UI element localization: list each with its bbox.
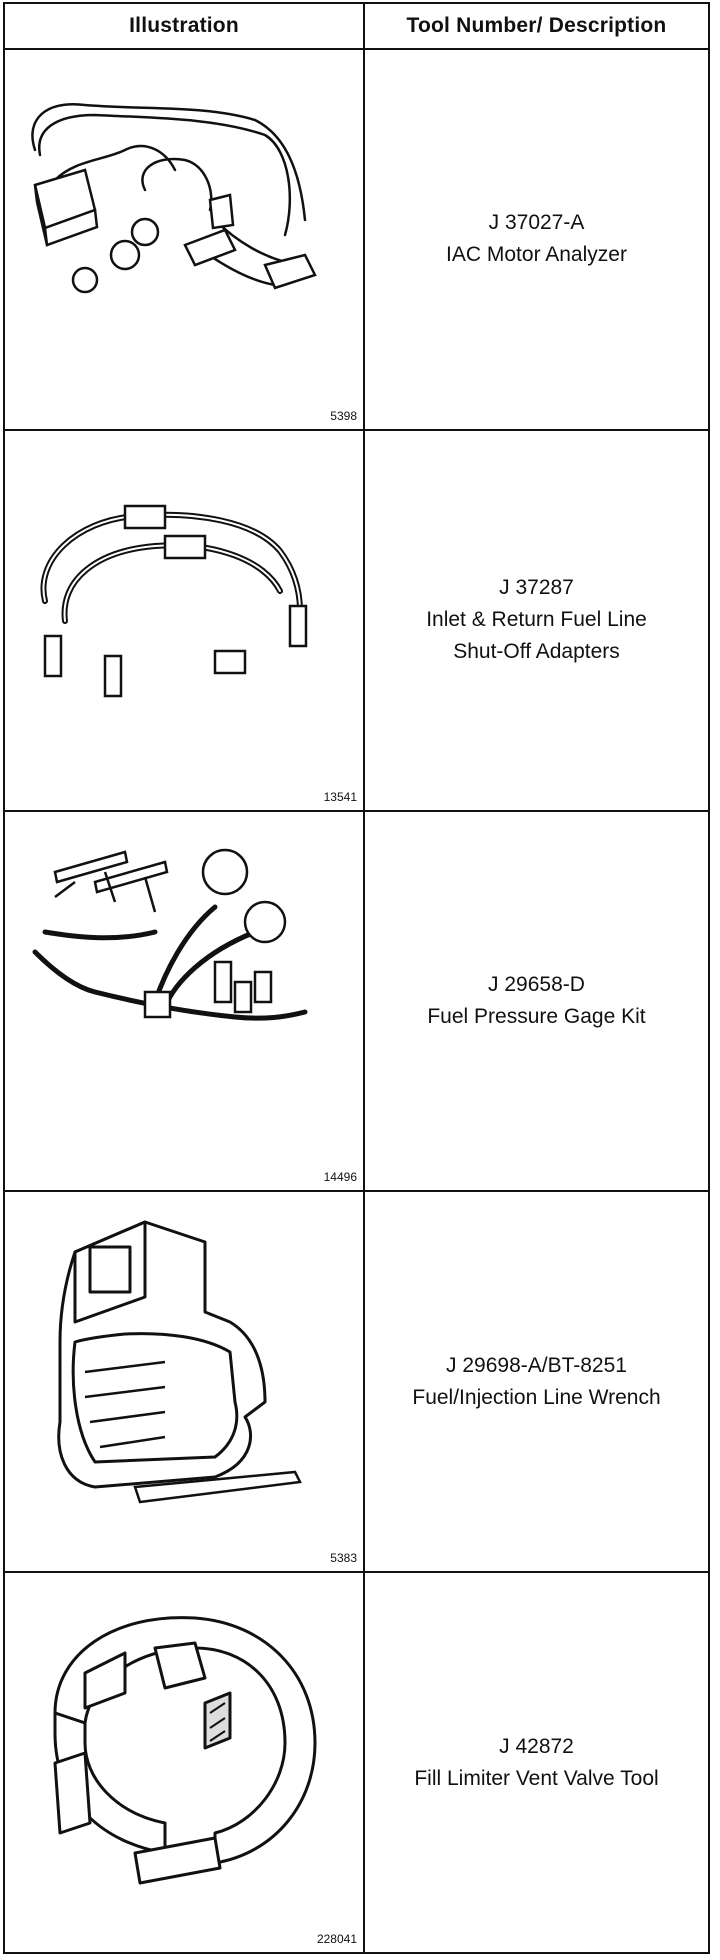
vent-valve-tool-icon [53,1616,317,1885]
tool-description: Shut-Off Adapters [453,640,620,664]
tool-number: J 37027-A [488,211,585,235]
figure-number: 228041 [316,1931,357,1946]
figure-number: 14496 [323,1170,357,1185]
tool-number: J 42872 [499,1734,574,1758]
fuel-line-adapters-icon [40,504,308,698]
illustration-cell: 13541 [5,430,365,810]
tool-description: IAC Motor Analyzer [446,243,627,267]
illustration-cell: 5383 [5,1192,365,1572]
header-illustration: Illustration [5,4,365,48]
tool-description: Fill Limiter Vent Valve Tool [414,1766,659,1790]
tool-description-cell: J 29698-A/BT-8251 Fuel/Injection Line Wr… [365,1192,708,1571]
tool-description: Inlet & Return Fuel Line [426,608,647,632]
tool-description: Fuel Pressure Gage Kit [427,1004,646,1028]
figure-number: 5398 [330,408,357,423]
tool-description: Fuel/Injection Line Wrench [412,1385,661,1409]
figure-number: 5383 [330,1551,357,1566]
tool-description-cell: J 37027-A IAC Motor Analyzer [365,50,708,429]
tool-description-cell: J 42872 Fill Limiter Vent Valve Tool [365,1573,708,1952]
table-row: 5383 J 29698-A/BT-8251 Fuel/Injection Li… [5,1192,708,1574]
table-row: 13541 J 37287 Inlet & Return Fuel Line S… [5,430,708,812]
figure-number: 13541 [323,789,357,804]
tool-description-cell: J 37287 Inlet & Return Fuel Line Shut-Of… [365,431,708,810]
table-row: 228041 J 42872 Fill Limiter Vent Valve T… [5,1573,708,1952]
tool-table: Illustration Tool Number/ Description [3,2,710,1954]
tool-description-cell: J 29658-D Fuel Pressure Gage Kit [365,812,708,1191]
tool-number: J 37287 [499,576,574,600]
table-header: Illustration Tool Number/ Description [5,4,708,50]
iac-motor-analyzer-icon [31,102,317,294]
table-row: 5398 J 37027-A IAC Motor Analyzer [5,50,708,431]
illustration-cell: 14496 [5,811,365,1191]
table-row: 14496 J 29658-D Fuel Pressure Gage Kit [5,811,708,1193]
illustration-cell: 5398 [5,50,365,429]
line-wrench-icon [57,1220,302,1504]
header-tool-description: Tool Number/ Description [406,14,667,37]
illustration-cell: 228041 [5,1573,365,1952]
tool-number: J 29658-D [488,972,585,996]
tool-number: J 29698-A/BT-8251 [446,1353,627,1377]
fuel-pressure-gage-kit-icon [32,848,308,1021]
